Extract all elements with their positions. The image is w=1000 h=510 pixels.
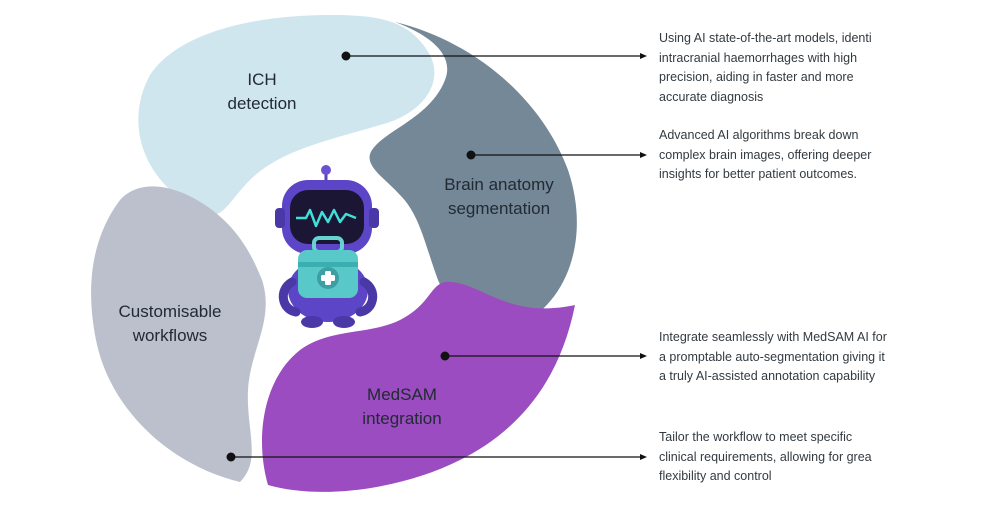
robot-holding-medical-kit-icon bbox=[275, 165, 379, 328]
segment-label-medsam: MedSAM integration bbox=[362, 385, 442, 428]
connector-workflows bbox=[226, 452, 647, 462]
segment-medsam bbox=[261, 281, 575, 492]
connector-medsam bbox=[440, 351, 647, 361]
segment-label-ich: ICH detection bbox=[227, 70, 297, 113]
description-ich: Using AI state-of-the-art models, identi… bbox=[659, 31, 872, 104]
connector-ich bbox=[341, 51, 647, 61]
segment-label-workflows: Customisable workflows bbox=[118, 302, 222, 345]
connector-brain bbox=[466, 150, 647, 160]
segment-ich bbox=[138, 15, 435, 215]
description-medsam: Integrate seamlessly with MedSAM AI for … bbox=[659, 330, 887, 383]
description-brain: Advanced AI algorithms break down comple… bbox=[659, 128, 872, 181]
segment-brain bbox=[369, 22, 577, 330]
segment-label-brain: Brain anatomy segmentation bbox=[444, 175, 554, 218]
segment-workflows bbox=[91, 186, 266, 482]
description-workflows: Tailor the workflow to meet specific cli… bbox=[659, 430, 872, 483]
